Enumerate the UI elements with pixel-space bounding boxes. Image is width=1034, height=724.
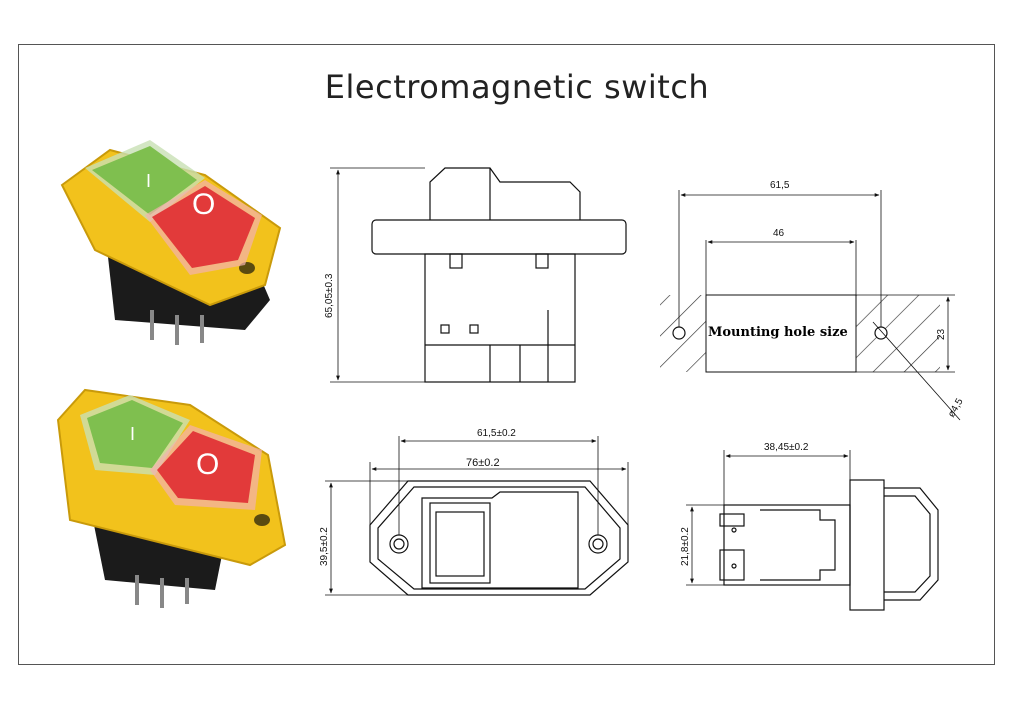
on-button-bottom <box>87 400 183 468</box>
front-view-drawing <box>325 436 629 596</box>
on-symbol-bottom: I <box>130 424 135 444</box>
front-hole-spacing-dim: 61,5±0.2 <box>477 428 516 439</box>
switch-photo-top: I O <box>60 140 282 345</box>
off-symbol-bottom: O <box>196 448 219 481</box>
off-button-top <box>152 186 255 268</box>
profile-view-drawing <box>686 450 939 611</box>
front-width-dim: 76±0.2 <box>466 457 500 469</box>
drawing-frame <box>18 44 995 665</box>
side-view-drawing <box>330 167 627 383</box>
page-title: Electromagnetic switch <box>324 68 710 106</box>
mounting-hole-drawing <box>660 190 961 421</box>
front-height-dim: 39,5±0.2 <box>319 527 330 566</box>
off-symbol-top: O <box>192 188 215 221</box>
mount-inner-dim: 46 <box>773 228 785 239</box>
on-symbol-top: I <box>146 171 151 191</box>
profile-height-dim: 21,8±0.2 <box>680 527 691 566</box>
side-height-dim: 65,05±0.3 <box>324 273 335 318</box>
mount-hole-dim: ø4,5 <box>946 396 966 419</box>
mount-overall-dim: 61,5 <box>770 180 790 191</box>
on-button-top <box>92 146 197 215</box>
off-button-bottom <box>157 431 255 503</box>
mounting-hole-label: Mounting hole size <box>708 325 848 340</box>
profile-depth-dim: 38,45±0.2 <box>764 442 809 453</box>
mount-height-dim: 23 <box>936 328 947 340</box>
switch-photo-bottom: I O <box>56 388 287 608</box>
